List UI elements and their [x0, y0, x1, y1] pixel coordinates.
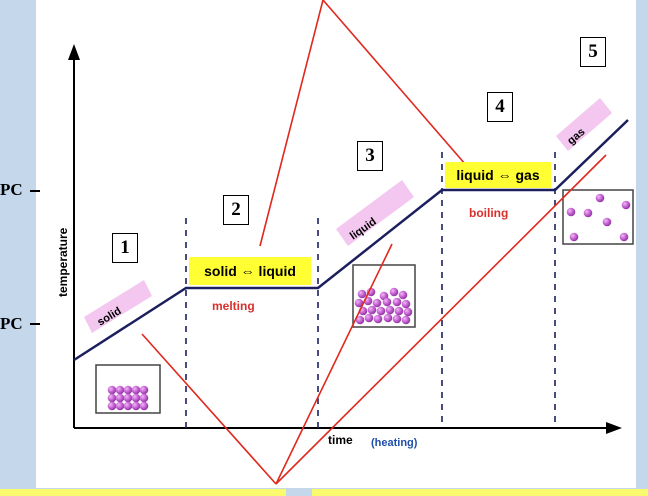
pointer-line-gas: [275, 154, 607, 485]
pointer-line-liquid: [275, 243, 393, 485]
x-axis-qualifier: (heating): [371, 437, 418, 449]
stage-number-3: 3: [357, 141, 383, 171]
side-label-lower: PC: [0, 314, 23, 333]
stage-number-5: 5: [580, 37, 606, 67]
melting-transition-label: solid ⇔ liquid: [189, 257, 311, 285]
side-tick-upper: [30, 190, 40, 192]
side-tick-lower: [30, 323, 40, 325]
x-axis-label: time: [328, 433, 353, 447]
stage-number-1: 1: [112, 233, 138, 263]
bottom-band-right: [312, 489, 648, 496]
x-axis-arrow: [606, 422, 622, 434]
pointer-line-melting: [259, 0, 324, 247]
gas-particle-box: [562, 189, 634, 245]
y-axis-arrow: [68, 44, 80, 60]
liquid-particle-box: [352, 264, 416, 328]
y-axis-label: temperature: [56, 227, 70, 297]
heating-curve: [73, 119, 629, 362]
pointer-line-boiling: [322, 0, 473, 173]
side-label-upper: PC: [0, 180, 23, 199]
boiling-transition-label: liquid ⇔ gas: [445, 162, 551, 188]
melting-text: melting: [212, 299, 255, 313]
phase-label-liquid: liquid: [336, 180, 414, 246]
stage-number-4: 4: [487, 92, 513, 122]
bottom-band-left: [0, 489, 286, 496]
pointer-line-solid: [141, 333, 277, 485]
solid-particle-box: [95, 364, 161, 414]
phase-label-solid: solid: [84, 280, 152, 333]
boiling-text: boiling: [469, 206, 509, 220]
stage-number-2: 2: [223, 195, 249, 225]
